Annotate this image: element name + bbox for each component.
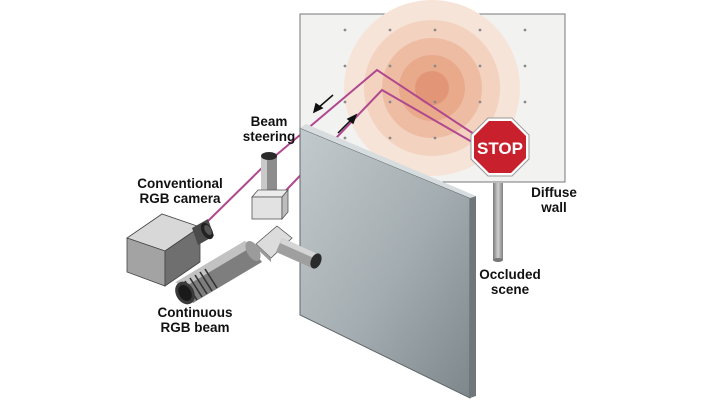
stop-sign-text: STOP (477, 139, 523, 158)
steering-cylinder (261, 152, 277, 199)
label-occluded-scene: Occluded scene (479, 267, 541, 297)
occluder-panel (299, 124, 476, 399)
label-rgb-beam: Continuous RGB beam (157, 305, 233, 335)
diffuse-wall (299, 0, 566, 183)
arrow-return-icon (312, 94, 334, 114)
steering-mirror-box (251, 188, 289, 221)
illumination-spot (344, 0, 520, 176)
wall-grid-dots (343, 28, 527, 140)
arrow-outgoing-icon (337, 113, 358, 134)
sign-pole (493, 183, 503, 260)
laser-cylinder (276, 238, 322, 269)
rgb-camera (126, 213, 214, 287)
laser-source (175, 241, 262, 305)
label-beam-steering: Beam steering (242, 114, 296, 144)
stop-sign: STOP (470, 117, 530, 177)
beam-steering-unit (251, 152, 322, 269)
label-diffuse-wall: Diffuse wall (531, 185, 577, 215)
direction-arrows (312, 94, 358, 134)
occluded-scene: STOP (470, 117, 530, 262)
label-rgb-camera: Conventional RGB camera (137, 176, 223, 206)
prism (255, 225, 293, 262)
camera-lens (192, 219, 214, 245)
beam-path-to-camera (205, 161, 269, 224)
